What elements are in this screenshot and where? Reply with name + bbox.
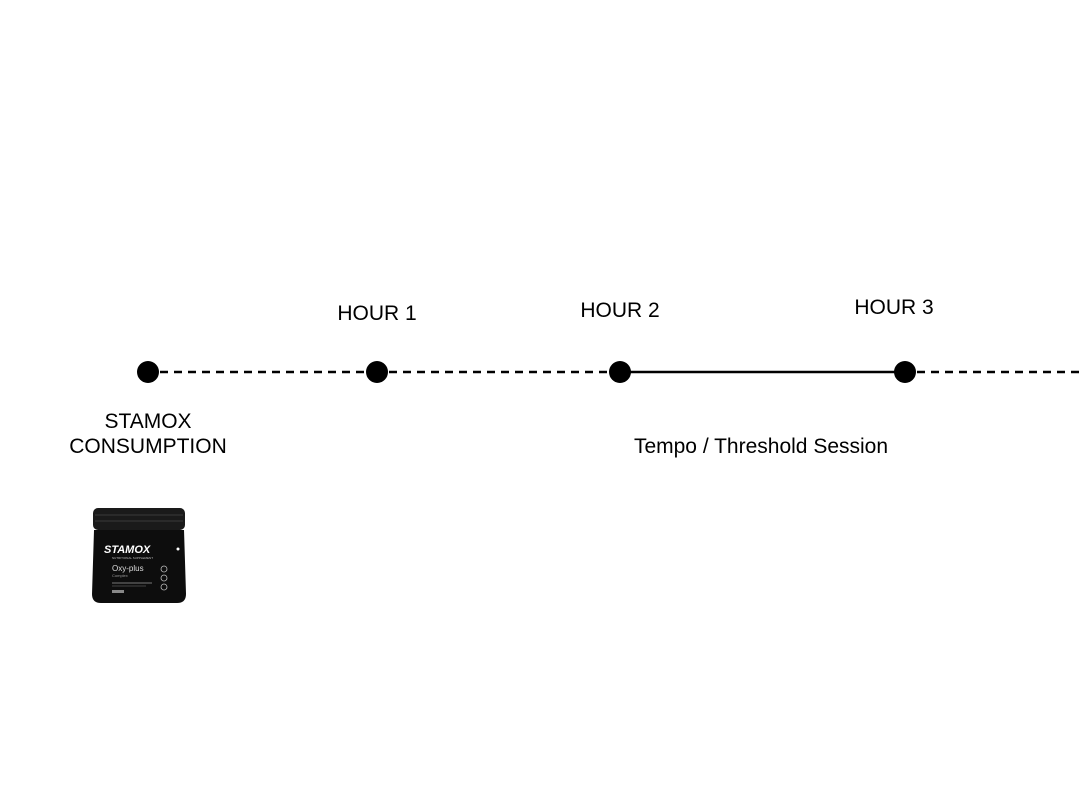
product-jar-image: STAMOX NUTRITIONAL SUPPLEMENT Oxy-plus C… — [90, 506, 188, 606]
hour-1-label: HOUR 1 — [337, 302, 417, 325]
feature-icon — [160, 565, 168, 573]
product-name-text: Oxy-plus — [112, 564, 144, 573]
start-label: STAMOX CONSUMPTION — [69, 409, 227, 459]
feature-icon — [160, 583, 168, 591]
hour-2-label: HOUR 2 — [580, 299, 660, 322]
start-label-line-1: STAMOX — [104, 410, 192, 433]
hour-3-label: HOUR 3 — [854, 296, 934, 319]
session-label: Tempo / Threshold Session — [633, 435, 889, 458]
feature-icon — [160, 574, 168, 582]
hour-3-dot — [894, 361, 916, 383]
hour-1-dot — [366, 361, 388, 383]
start-label-line-2: CONSUMPTION — [69, 435, 227, 458]
product-brand-text: STAMOX — [104, 544, 151, 556]
product-subtitle-text: Complex — [112, 573, 128, 578]
hour-2-dot — [609, 361, 631, 383]
start-dot — [137, 361, 159, 383]
product-tagline-text: NUTRITIONAL SUPPLEMENT — [112, 556, 153, 560]
